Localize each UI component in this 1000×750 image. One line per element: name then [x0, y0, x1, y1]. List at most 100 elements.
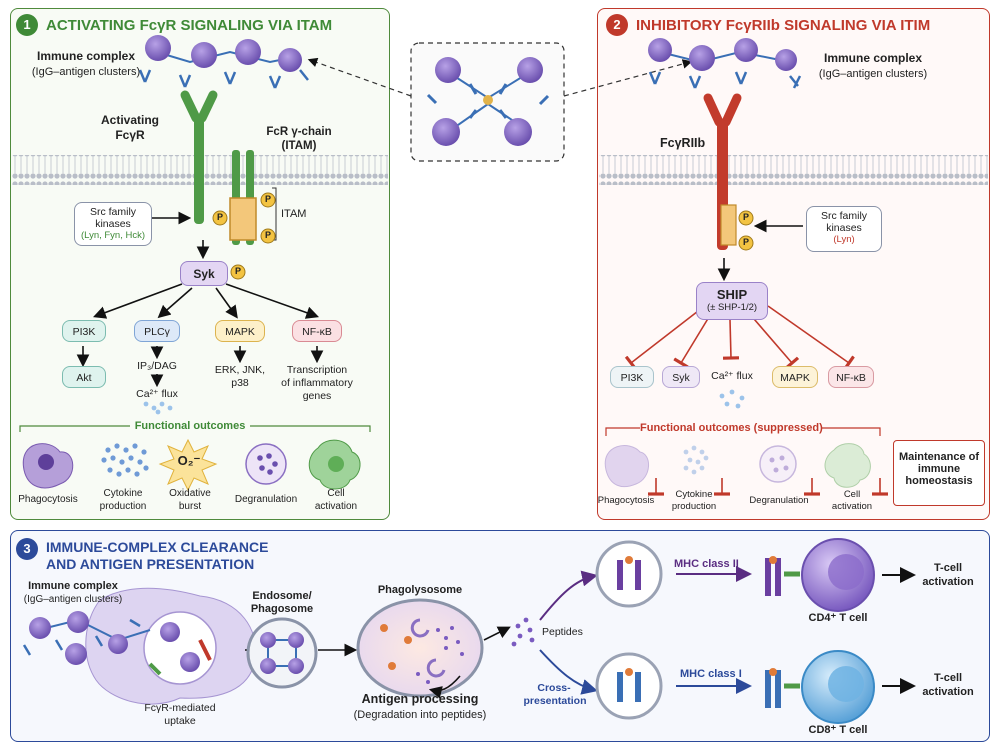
outcome-icon-phagocytosis — [22, 443, 74, 489]
nfkb-box: NF-κB — [292, 320, 342, 342]
mapk-outcome-label: ERK, JNK, — [214, 364, 266, 376]
calcium-flux-label: Ca²⁺ flux — [136, 388, 178, 400]
outcome-cell-activation: Cell — [327, 488, 345, 499]
suppressed-outcomes-heading: Functional outcomes (suppressed) — [640, 422, 823, 434]
cd8-label: CD8⁺ T cell — [808, 724, 868, 736]
fcgriib-receptor — [703, 93, 742, 250]
outcome-oxidative-burst: burst — [178, 501, 202, 512]
outcome-oxidative-burst: Oxidative — [169, 488, 211, 499]
decrease-arrows — [648, 478, 888, 496]
outcome-icon-degranulation — [245, 443, 287, 485]
immune-complex-sublabel: (IgG–antigen clusters) — [818, 68, 928, 80]
outcome-icon-oxidative-burst — [158, 438, 218, 492]
mhc2-presenting-cell — [595, 540, 663, 608]
peptides-dots — [511, 617, 535, 647]
phospho-dot — [260, 192, 276, 208]
phagolysosome — [356, 598, 484, 698]
pi3k-box: PI3K — [62, 320, 106, 342]
panel2-number: 2 — [606, 14, 628, 36]
cd4-label: CD4⁺ T cell — [808, 612, 868, 624]
suppressed-outcome-icons — [604, 443, 871, 488]
homeostasis-label: immune — [917, 463, 961, 475]
panel2-title: INHIBITORY FcγRIIb SIGNALING VIA ITIM — [636, 17, 931, 34]
processing-arrow — [428, 675, 461, 699]
gamma-chain-label: FcR γ-chain — [266, 126, 332, 138]
activating-receptor-label: FcγR — [115, 128, 145, 142]
phospho-label: P — [742, 212, 749, 222]
itam-label: ITAM — [281, 208, 307, 220]
homeostasis-label: Maintenance of — [898, 451, 980, 463]
phospho-label: P — [216, 212, 223, 222]
target-mapk: MAPK — [772, 366, 818, 388]
src-kinases-box: Src family kinases (Lyn, Fyn, Hck) — [74, 202, 152, 246]
peptides-label: Peptides — [542, 626, 583, 638]
immune-complex-label: Immune complex — [36, 49, 136, 63]
cd4-synapse — [765, 556, 800, 596]
calcium-dots-panel2 — [719, 389, 745, 409]
panel1-title: ACTIVATING FcγR SIGNALING VIA ITAM — [46, 17, 333, 34]
src-kinases-label: Src family — [820, 210, 868, 222]
src-kinase-lyn: (Lyn) — [833, 234, 855, 245]
free-immune-complex — [22, 611, 151, 665]
panel2-arrows — [717, 219, 803, 282]
phospho-dot — [212, 210, 228, 226]
nfkb-outcome-label: Transcription — [286, 364, 348, 376]
cd8-synapse — [765, 668, 800, 708]
suppressed-cell-activation: Cell — [843, 489, 861, 500]
uptake-label: uptake — [164, 715, 196, 727]
activating-fcgr-receptor — [180, 90, 218, 224]
phospho-label: P — [264, 230, 271, 240]
cross-presentation-label: presentation — [523, 695, 587, 707]
nfkb-outcome-label: of inflammatory — [281, 377, 353, 389]
nfkb-outcome-label: genes — [302, 390, 332, 402]
target-calcium-flux: Ca²⁺ flux — [711, 370, 753, 382]
arrow-to-mhc1 — [539, 649, 598, 695]
zoom-link-right — [563, 59, 693, 97]
membrane-panel2 — [599, 155, 988, 185]
uptake-cell — [85, 587, 257, 705]
src-kinases-members: (Lyn, Fyn, Hck) — [80, 230, 146, 241]
suppressed-degranulation: Degranulation — [749, 495, 809, 506]
immune-complex-panel1 — [138, 35, 309, 89]
ip3-dag-label: IP₃/DAG — [137, 360, 177, 372]
endosome — [246, 617, 318, 689]
p3-immune-complex-sublabel: (IgG–antigen clusters) — [23, 594, 123, 605]
cd8-activation-label: T-cell — [933, 672, 963, 684]
phospho-dot — [738, 210, 754, 226]
cd8-activation-label: activation — [922, 686, 974, 698]
phospho-label: P — [234, 266, 241, 276]
outcome-cell-activation: activation — [314, 501, 358, 512]
outcome-degranulation: Degranulation — [234, 494, 298, 505]
cd4-activation-label: T-cell — [933, 562, 963, 574]
phospho-dot — [260, 228, 276, 244]
outcome-phagocytosis: Phagocytosis — [18, 494, 78, 505]
phospho-dot — [230, 264, 246, 280]
target-syk: Syk — [662, 366, 700, 388]
panel3-number: 3 — [16, 538, 38, 560]
suppressed-cytokine: Cytokine — [675, 489, 713, 500]
immune-complex-panel2 — [648, 38, 802, 89]
ship-box: SHIP (± SHP-1/2) — [696, 282, 768, 320]
src-kinases-box-inhibitory: Src family kinases (Lyn) — [806, 206, 882, 252]
outcome-cytokine: Cytokine — [103, 488, 143, 499]
panel-inhibitory — [597, 8, 990, 520]
endosome-label: Endosome/ — [252, 590, 312, 602]
superoxide-label: O₂⁻ — [177, 453, 201, 468]
suppressed-cytokine: production — [671, 501, 717, 512]
outcome-icon-cytokine — [101, 443, 149, 477]
uptake-label: FcγR-mediated — [144, 702, 216, 714]
endosome-label: Phagosome — [250, 603, 314, 615]
activating-receptor-label: Activating — [100, 113, 159, 127]
p3-immune-complex-label: Immune complex — [28, 580, 118, 592]
immune-homeostasis-box: Maintenance of immune homeostasis — [893, 440, 985, 506]
arrow-to-peptides — [483, 626, 511, 641]
mhc1-label: MHC class I — [680, 668, 742, 680]
immune-complex-sublabel: (IgG–antigen clusters) — [31, 66, 141, 78]
src-kinases-label: Src family — [89, 206, 137, 218]
suppressed-cell-activation: activation — [831, 501, 873, 512]
mhc1-presenting-cell — [595, 652, 663, 720]
cd4-activation-label: activation — [922, 576, 974, 588]
antigen-processing-label: Antigen processing — [361, 692, 479, 706]
src-kinases-label: kinases — [826, 222, 862, 234]
